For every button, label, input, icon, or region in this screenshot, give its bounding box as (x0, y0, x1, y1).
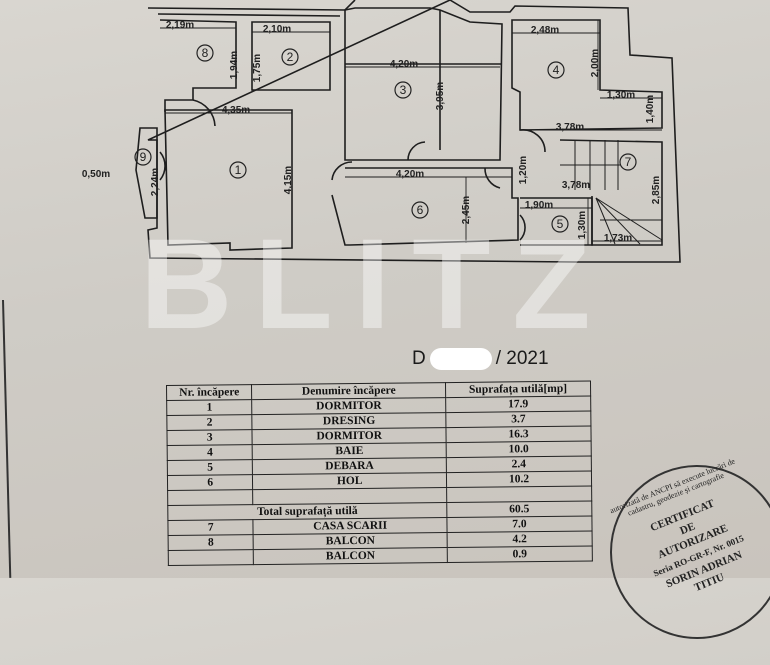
room-number: 1 (235, 163, 242, 177)
dimension-label: 2,45m (461, 196, 472, 224)
room-number: 6 (417, 203, 424, 217)
paper-edge (2, 299, 12, 578)
dimension-label: 2,19m (166, 20, 194, 31)
room-number: 3 (400, 83, 407, 97)
room-number: 2 (287, 50, 294, 64)
dimension-label: 4,15m (283, 166, 294, 194)
dimension-label: 2,85m (651, 176, 662, 204)
dimension-label: 1,94m (229, 51, 240, 79)
redacted-number (429, 348, 492, 370)
certification-stamp: autorizată de ANCPI să execute lucrări d… (583, 438, 770, 665)
room-number: 4 (553, 63, 560, 77)
dimension-label: 1,40m (645, 95, 656, 123)
dimension-label: 1,75m (252, 54, 263, 82)
document-prefix: D (412, 348, 426, 370)
room-area-table: Nr. încăpere Denumire încăpere Suprafața… (166, 381, 593, 566)
room-number: 5 (557, 217, 564, 231)
dimension-label: 2,48m (531, 25, 559, 36)
dimension-label: 1,90m (525, 200, 553, 211)
dimension-label: 4,35m (222, 105, 250, 116)
dimension-label: 2,00m (590, 49, 601, 77)
dimension-label: 3,78m (562, 180, 590, 191)
document-year: / 2021 (495, 348, 549, 370)
dimension-label: 2,24m (150, 168, 161, 196)
header-area: Suprafața utilă[mp] (445, 381, 591, 398)
dimension-label: 4,20m (390, 59, 418, 70)
room-number: 9 (140, 150, 147, 164)
dimension-label: 1,30m (607, 90, 635, 101)
dimension-label: 1,20m (518, 156, 529, 184)
watermark: BLITZ (140, 213, 613, 356)
room-number-labels (134, 44, 637, 233)
dimension-label: 1,73m (604, 233, 632, 244)
dimension-label: 2,10m (263, 24, 291, 35)
dimension-label: 3,78m (556, 122, 584, 133)
room-number: 7 (625, 155, 632, 169)
dimension-label: 3,95m (435, 82, 446, 110)
floor-plan: 1 2 3 4 5 6 7 8 9 2,19m 2,10m 1,94m 1,75m 4,35m 4,20m… (82, 0, 681, 263)
dimension-label: 0,50m (82, 169, 110, 180)
dimension-label: 4,20m (396, 169, 424, 180)
document-number: D / 2021 (412, 348, 549, 370)
header-room-number: Nr. încăpere (166, 384, 253, 401)
room-number: 8 (202, 46, 209, 60)
dimension-label: 1,30m (577, 211, 588, 239)
